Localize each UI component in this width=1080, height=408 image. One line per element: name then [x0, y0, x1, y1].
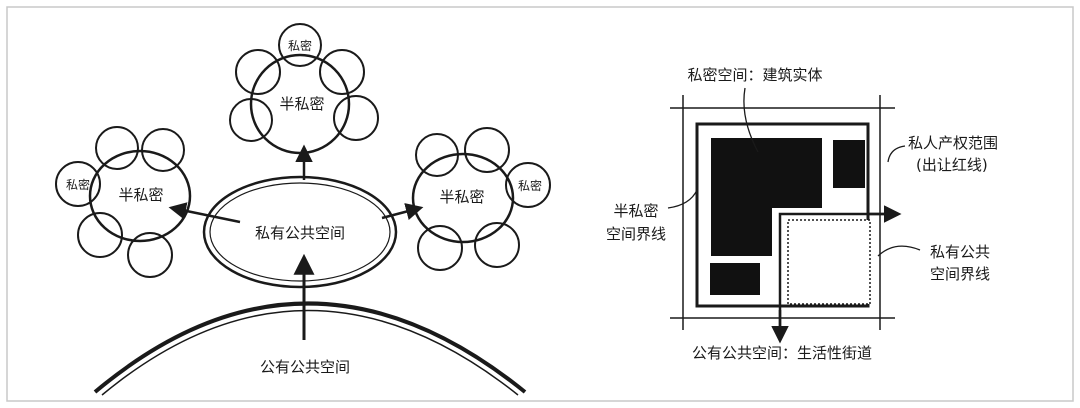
private-public-line-label-1: 私有公共 [930, 243, 990, 261]
path-line [778, 212, 895, 330]
left-cluster: 私密 半私密 [55, 126, 192, 278]
property-line-label-1: 私人产权范围 [908, 134, 998, 152]
leader-semi-private [667, 189, 698, 209]
petal-circle [127, 232, 173, 278]
building-bottom [710, 263, 760, 295]
left-diagram: 私密 半私密 私密 半私密 私密 半私密 [55, 23, 551, 396]
street-label: 公有公共空间：生活性街道 [692, 344, 872, 362]
petal-circle [77, 212, 123, 258]
private-space-label: 私密空间：建筑实体 [687, 66, 822, 84]
private-label-right: 私密 [518, 178, 542, 193]
public-space-arc-inner [101, 309, 519, 396]
private-public-area [787, 219, 871, 305]
semi-private-line-label-2: 空间界线 [606, 225, 666, 243]
public-space-arc-outer [93, 301, 527, 394]
right-cluster: 私密 半私密 [411, 127, 551, 271]
private-public-line-label-2: 空间界线 [930, 265, 990, 283]
petal-circle [505, 162, 551, 208]
leader-private-space [743, 87, 759, 153]
private-public-ellipse-outer [202, 175, 398, 289]
building-l-shape [711, 138, 822, 256]
image-frame [6, 6, 1074, 402]
petal-circle [333, 95, 379, 141]
petal-circle [417, 225, 463, 271]
public-space-label: 公有公共空间 [260, 358, 350, 376]
arrow-to-left-cluster [168, 202, 241, 224]
private-public-ellipse-inner [209, 182, 391, 282]
petal-circle [319, 49, 365, 95]
building-small [833, 140, 865, 188]
leader-property-line [887, 145, 906, 163]
petal-circle [235, 49, 281, 95]
arrow-to-right-cluster [381, 203, 424, 221]
leader-private-public [877, 245, 921, 257]
private-label-left: 私密 [66, 177, 90, 192]
right-diagram: 私密空间：建筑实体 私人产权范围 (出让红线) 半私密 空间界线 私有公共 空间… [606, 66, 998, 362]
semi-private-circle [88, 149, 192, 243]
semi-private-label-left: 半私密 [118, 186, 163, 204]
semi-private-circle [411, 152, 515, 244]
petal-circle [95, 126, 139, 170]
property-line-label-2: (出让红线) [916, 156, 988, 174]
top-cluster: 私密 半私密 [229, 23, 379, 155]
petal-circle [474, 222, 520, 268]
semi-private-label-right: 半私密 [439, 188, 484, 206]
petal-circle [464, 127, 510, 173]
private-label-top: 私密 [288, 38, 312, 53]
semi-private-label-top: 半私密 [279, 95, 324, 113]
private-public-space-label: 私有公共空间 [255, 224, 345, 242]
semi-private-line-label-1: 半私密 [613, 202, 658, 220]
